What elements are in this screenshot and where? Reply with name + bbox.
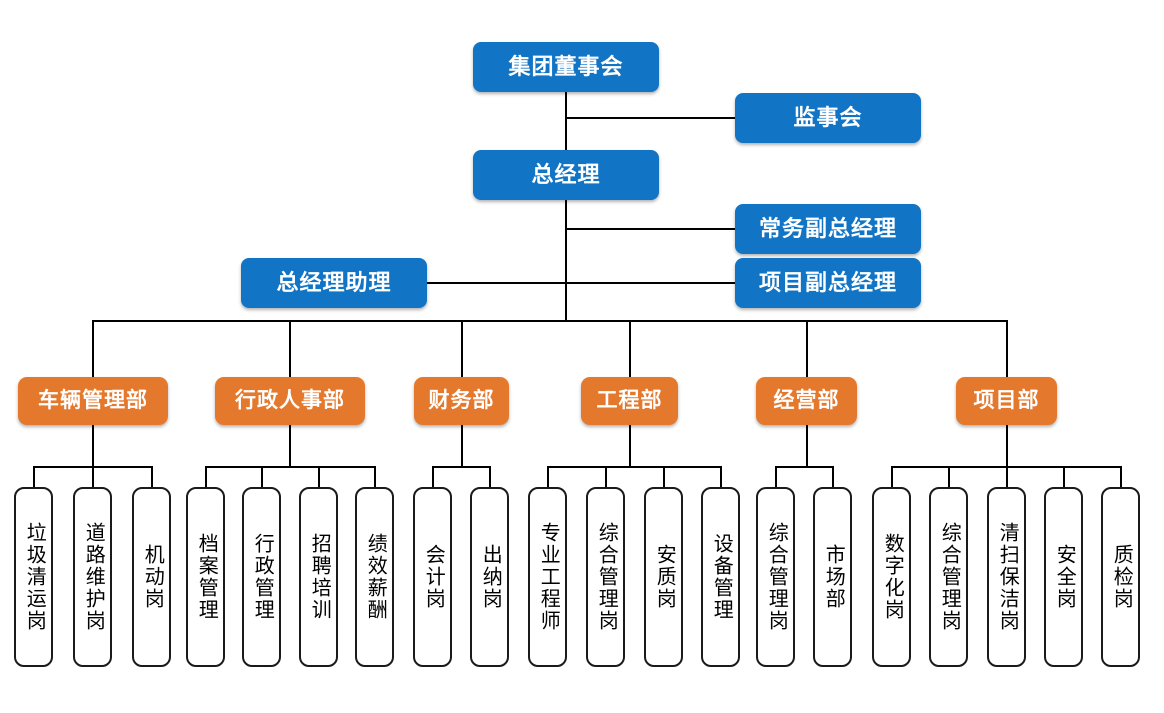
- leaf-stem-3-2: [663, 466, 665, 487]
- leaf-bus-1: [205, 466, 375, 468]
- connector-gm-to-assistant: [427, 282, 567, 284]
- stem-dept-2-down: [461, 425, 463, 466]
- node-department-engineering[interactable]: 工程部: [581, 377, 678, 425]
- node-deputy-standing[interactable]: 常务副总经理: [735, 204, 921, 254]
- stem-dept-1: [289, 320, 291, 377]
- leaf-comprehensive-management-project[interactable]: 综合管理岗: [929, 487, 968, 667]
- leaf-recruitment-training[interactable]: 招聘培训: [299, 487, 338, 667]
- stem-dept-3-down: [629, 425, 631, 466]
- node-department-finance[interactable]: 财务部: [414, 377, 509, 425]
- leaf-cashier[interactable]: 出纳岗: [470, 487, 509, 667]
- leaf-stem-0-1: [92, 466, 94, 487]
- leaf-stem-5-2: [1006, 466, 1008, 487]
- leaf-cleaning-sanitation[interactable]: 清扫保洁岗: [987, 487, 1026, 667]
- node-gm-assistant[interactable]: 总经理助理: [241, 258, 427, 308]
- leaf-bus-2: [432, 466, 490, 468]
- leaf-professional-engineer[interactable]: 专业工程师: [528, 487, 567, 667]
- leaf-bus-4: [775, 466, 833, 468]
- stem-dept-2: [461, 320, 463, 377]
- leaf-safety-post[interactable]: 安全岗: [1044, 487, 1083, 667]
- leaf-stem-2-1: [489, 466, 491, 487]
- leaf-comprehensive-management-operations[interactable]: 综合管理岗: [756, 487, 795, 667]
- node-department-admin-hr[interactable]: 行政人事部: [215, 377, 365, 425]
- leaf-mobile-post[interactable]: 机动岗: [132, 487, 171, 667]
- connector-gm-to-deputy-project: [565, 282, 735, 284]
- stem-dept-0-down: [92, 425, 94, 466]
- node-general-manager[interactable]: 总经理: [473, 150, 659, 200]
- department-bus: [92, 320, 1007, 322]
- leaf-equipment-management[interactable]: 设备管理: [701, 487, 740, 667]
- leaf-performance-compensation[interactable]: 绩效薪酬: [355, 487, 394, 667]
- node-department-operations[interactable]: 经营部: [756, 377, 857, 425]
- stem-dept-5: [1006, 320, 1008, 377]
- leaf-quality-inspection[interactable]: 质检岗: [1101, 487, 1140, 667]
- connector-board-to-gm: [565, 92, 567, 150]
- leaf-waste-removal[interactable]: 垃圾清运岗: [14, 487, 53, 667]
- leaf-archive-management[interactable]: 档案管理: [186, 487, 225, 667]
- leaf-stem-5-0: [891, 466, 893, 487]
- leaf-stem-1-0: [205, 466, 207, 487]
- connector-gm-spine: [565, 200, 567, 322]
- leaf-comprehensive-management-engineering[interactable]: 综合管理岗: [586, 487, 625, 667]
- stem-dept-0: [92, 320, 94, 377]
- stem-dept-4-down: [806, 425, 808, 466]
- leaf-stem-5-1: [948, 466, 950, 487]
- leaf-stem-4-0: [775, 466, 777, 487]
- leaf-stem-1-1: [261, 466, 263, 487]
- leaf-market-department[interactable]: 市场部: [813, 487, 852, 667]
- leaf-road-maintenance[interactable]: 道路维护岗: [73, 487, 112, 667]
- leaf-stem-1-3: [374, 466, 376, 487]
- leaf-stem-0-2: [151, 466, 153, 487]
- connector-gm-to-deputy-standing: [565, 228, 735, 230]
- stem-dept-3: [629, 320, 631, 377]
- leaf-stem-0-0: [33, 466, 35, 487]
- node-department-project[interactable]: 项目部: [956, 377, 1057, 425]
- leaf-safety-quality[interactable]: 安质岗: [644, 487, 683, 667]
- leaf-accounting[interactable]: 会计岗: [413, 487, 452, 667]
- leaf-stem-5-4: [1120, 466, 1122, 487]
- leaf-stem-5-3: [1063, 466, 1065, 487]
- leaf-stem-4-1: [832, 466, 834, 487]
- connector-gm-to-supervisory: [565, 117, 735, 119]
- stem-dept-4: [806, 320, 808, 377]
- node-board[interactable]: 集团董事会: [473, 42, 659, 92]
- leaf-stem-3-3: [720, 466, 722, 487]
- node-department-vehicle[interactable]: 车辆管理部: [18, 377, 168, 425]
- leaf-stem-1-2: [318, 466, 320, 487]
- leaf-stem-3-1: [605, 466, 607, 487]
- stem-dept-5-down: [1006, 425, 1008, 466]
- node-supervisory-board[interactable]: 监事会: [735, 93, 921, 143]
- leaf-bus-3: [547, 466, 721, 468]
- leaf-stem-2-0: [432, 466, 434, 487]
- node-deputy-project[interactable]: 项目副总经理: [735, 258, 921, 308]
- leaf-administration[interactable]: 行政管理: [242, 487, 281, 667]
- leaf-stem-3-0: [547, 466, 549, 487]
- stem-dept-1-down: [289, 425, 291, 466]
- leaf-digitalization[interactable]: 数字化岗: [872, 487, 911, 667]
